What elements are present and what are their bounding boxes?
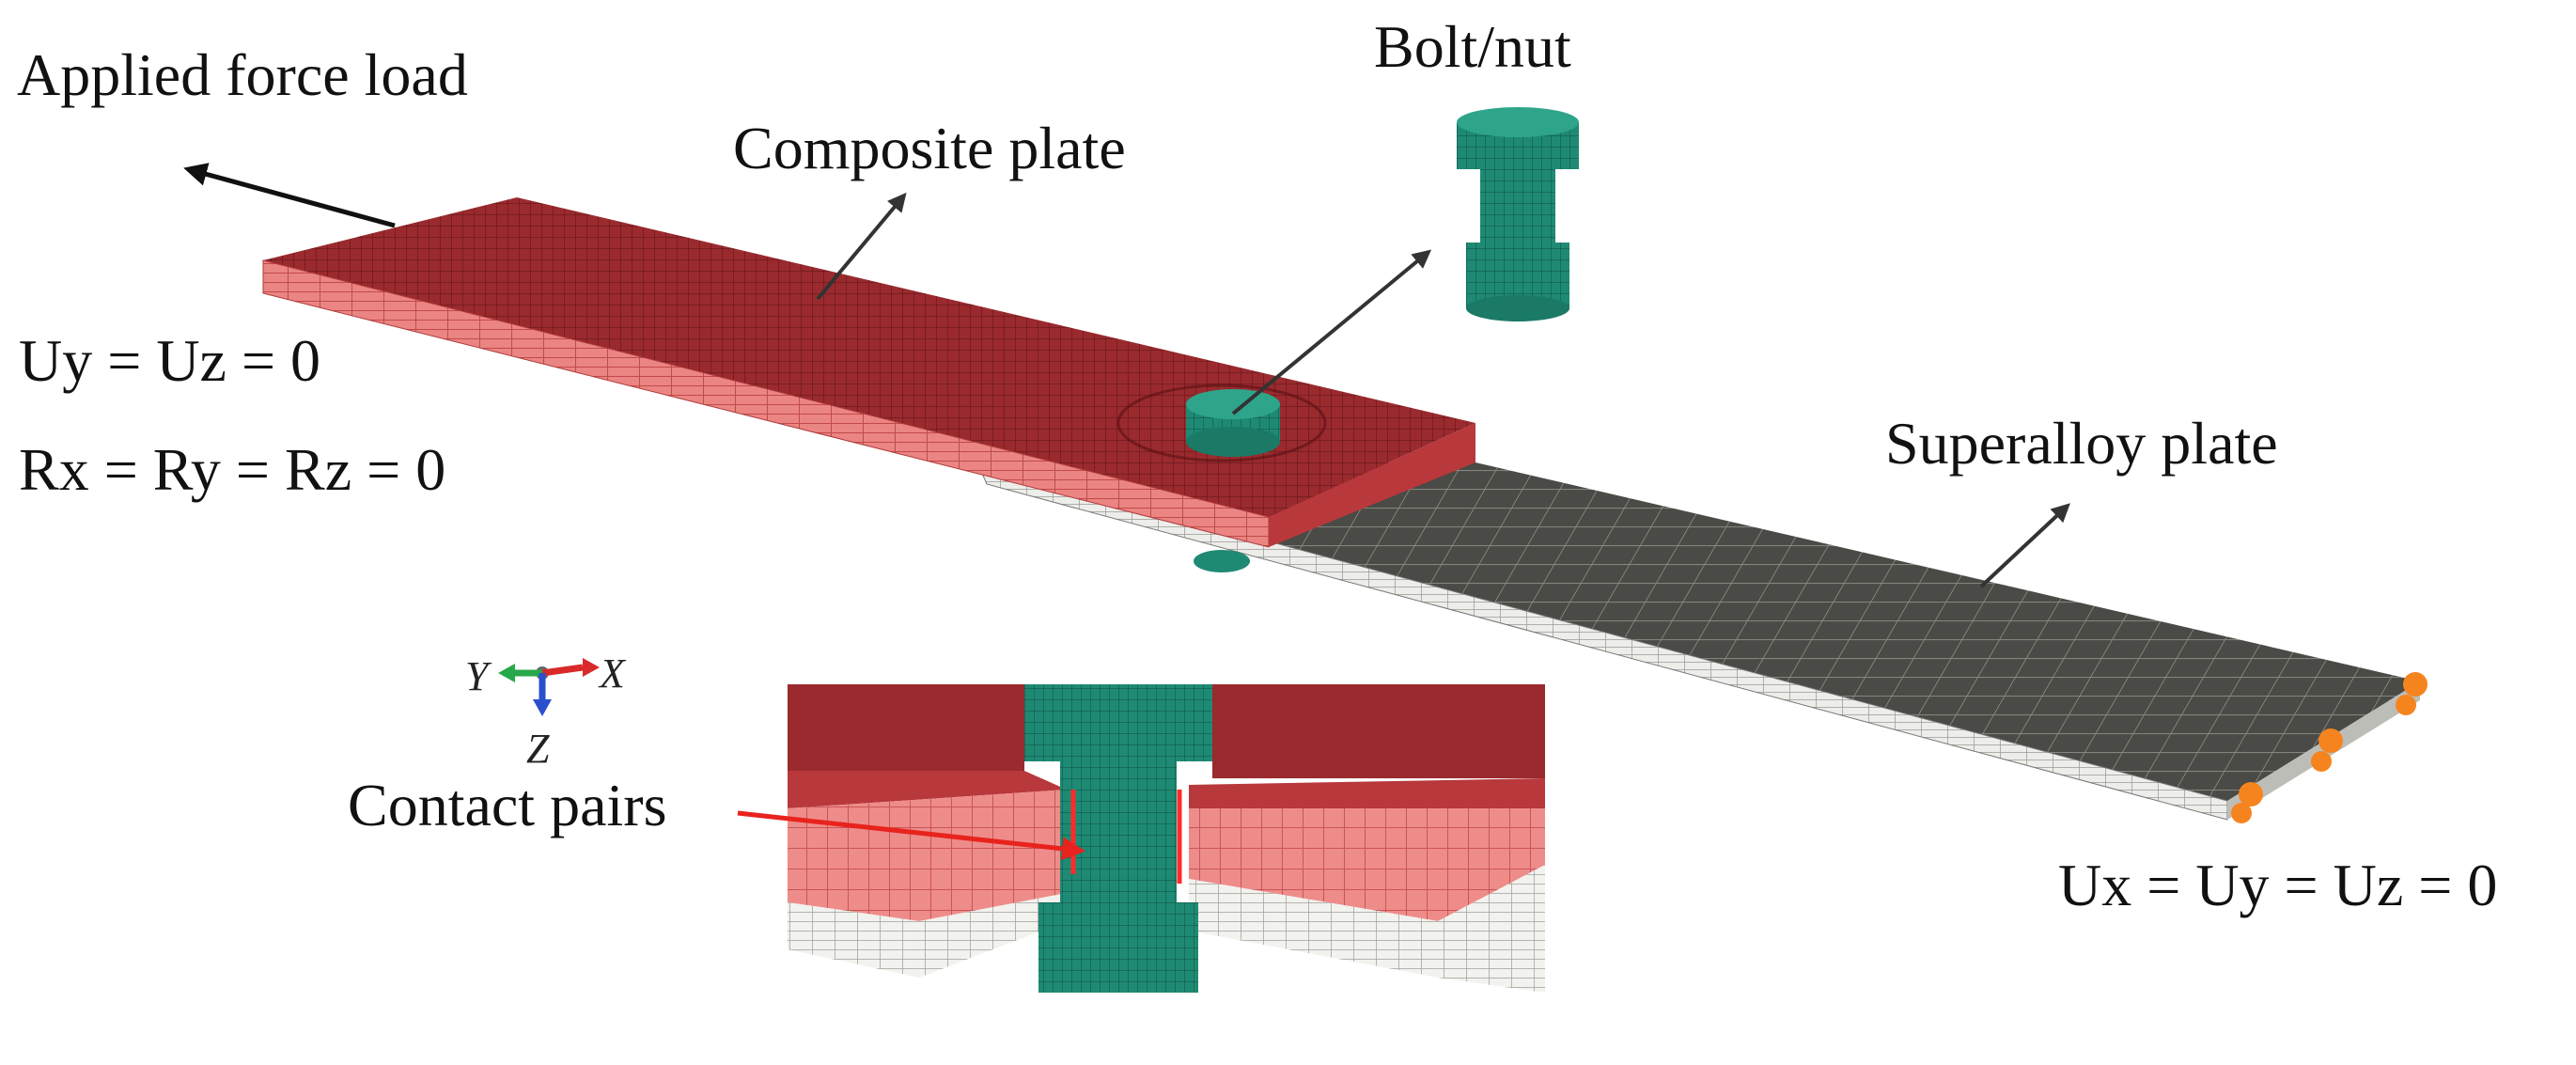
contact-pairs-arrow [737,810,1085,861]
applied-force-arrow [183,163,396,228]
composite-plate-leader [816,192,907,301]
axis-y-label: Y [465,653,489,699]
left-bc-label-2: Rx = Ry = Rz = 0 [19,436,446,503]
superalloy-plate-leader [1979,503,2070,588]
applied-force-label: Applied force load [17,41,468,108]
axis-x-label: X [600,650,625,697]
bolt-nut-label: Bolt/nut [1374,13,1571,80]
fixed-constraint-markers [2231,672,2428,823]
bolt-head [1186,389,1280,457]
zoom-inset [788,684,1545,993]
bolt-shank-below [1194,550,1250,572]
contact-pairs-label: Contact pairs [348,772,667,838]
composite-plate-label: Composite plate [733,115,1126,181]
axis-triad [498,658,600,716]
superalloy-plate-label: Superalloy plate [1885,410,2278,477]
bolt-nut-model [1457,107,1579,321]
left-bc-label-1: Uy = Uz = 0 [19,327,321,394]
composite-plate [262,197,1475,548]
axis-z-label: Z [526,726,550,772]
right-bc-label: Ux = Uy = Uz = 0 [2058,852,2498,918]
bolt-nut-leader [1231,249,1432,415]
